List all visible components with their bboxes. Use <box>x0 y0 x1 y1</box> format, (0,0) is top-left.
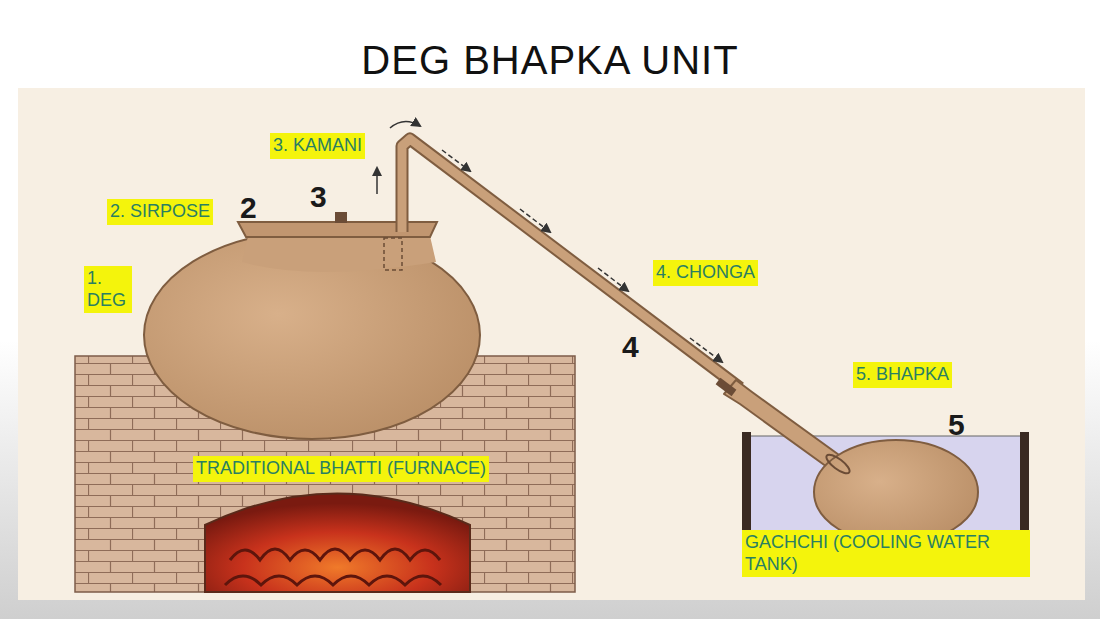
fire-opening <box>205 494 470 593</box>
lid-stub <box>335 212 347 223</box>
flow-arrow <box>442 150 470 171</box>
part-label: 2. SIRPOSE <box>107 199 213 225</box>
pipe-inside-lid <box>384 238 402 270</box>
picture-ground <box>18 88 1085 600</box>
slide-title: DEG BHAPKA UNIT <box>0 40 1100 80</box>
flask-ring <box>824 452 852 477</box>
chonga-joint <box>716 378 737 396</box>
bhapka-flask <box>814 440 978 544</box>
callout-number: 2 <box>240 193 257 223</box>
pot-neck <box>242 236 436 272</box>
flow-arrow <box>520 209 550 232</box>
part-label: 4. CHONGA <box>653 260 758 286</box>
flow-arrow <box>690 338 722 362</box>
callout-number: 5 <box>948 410 965 440</box>
callout-number: 4 <box>622 332 639 362</box>
flow-arrow <box>390 121 420 128</box>
flow-arrow <box>376 168 378 194</box>
callout-number: 3 <box>310 182 327 212</box>
part-label: 1. DEG <box>84 266 132 313</box>
part-label: 5. BHAPKA <box>853 362 952 388</box>
part-label: GACHCHI (COOLING WATER TANK) <box>742 530 1030 577</box>
deg-pot <box>144 231 480 439</box>
part-label: TRADITIONAL BHATTI (FURNACE) <box>193 456 489 482</box>
fire-embers <box>225 549 441 585</box>
part-label: 3. KAMANI <box>270 133 365 159</box>
flow-arrow <box>598 268 628 291</box>
